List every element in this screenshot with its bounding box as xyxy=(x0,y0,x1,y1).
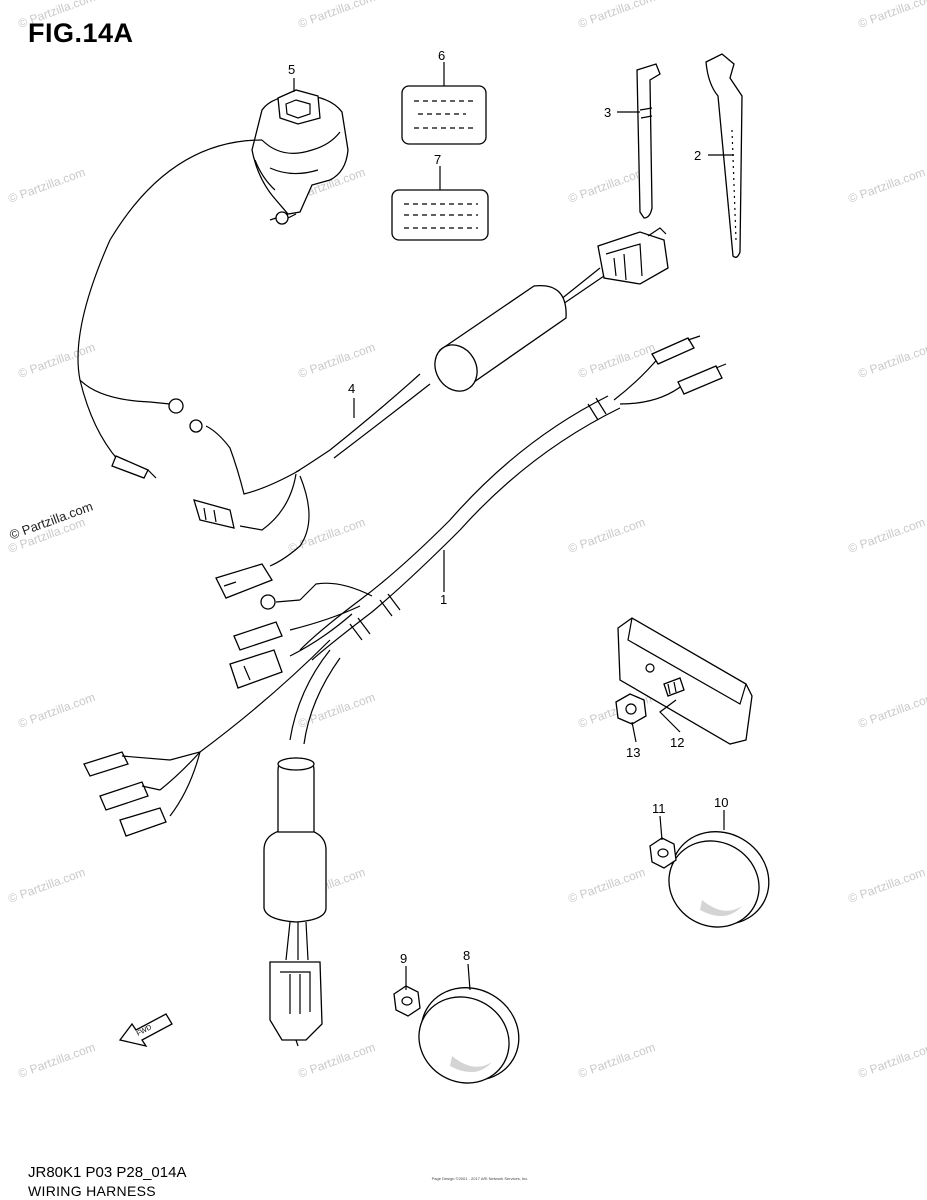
model-code: JR80K1 P03 P28_014A xyxy=(28,1164,187,1181)
part-5-kill-switch[interactable] xyxy=(251,89,349,225)
part-1-main-harness[interactable] xyxy=(83,335,727,1047)
callout-labels: 5 6 7 3 2 4 1 12 13 11 10 8 9 xyxy=(288,48,728,966)
part-9-nut[interactable] xyxy=(393,985,421,1017)
watermark-text: © Partzilla.com xyxy=(846,865,927,906)
watermark-text: © Partzilla.com xyxy=(296,340,377,381)
watermark-text: © Partzilla.com xyxy=(296,1040,377,1081)
part-8-reflector[interactable] xyxy=(403,970,536,1099)
part-12-reflector-plate[interactable] xyxy=(617,617,753,745)
watermark-text: © Partzilla.com xyxy=(16,340,97,381)
figure-name: WIRING HARNESS xyxy=(28,1183,156,1199)
figure-title: FIG.14A xyxy=(28,18,134,48)
fwd-arrow-icon: FWD xyxy=(118,1013,173,1048)
callout-5[interactable]: 5 xyxy=(288,62,295,77)
part-10-reflector[interactable] xyxy=(653,814,786,943)
part-3-cable-tie[interactable] xyxy=(636,63,661,219)
part-6-label[interactable] xyxy=(401,85,487,145)
watermark-text: © Partzilla.com xyxy=(16,1040,97,1081)
callout-12[interactable]: 12 xyxy=(670,735,684,750)
footer-line-1: Page Design ©2001 - 2017 ARI Network Ser… xyxy=(431,1176,529,1181)
callout-1[interactable]: 1 xyxy=(440,592,447,607)
callout-4[interactable]: 4 xyxy=(348,381,355,396)
part-4-sub-harness[interactable] xyxy=(77,139,669,599)
callout-9[interactable]: 9 xyxy=(400,951,407,966)
callout-10[interactable]: 10 xyxy=(714,795,728,810)
watermark-text: © Partzilla.com xyxy=(566,865,647,906)
watermark-text: © Partzilla.com xyxy=(856,340,927,381)
watermark-text: © Partzilla.com xyxy=(566,165,647,206)
watermark-text: © Partzilla.com xyxy=(576,340,657,381)
watermark-text: © Partzilla.com xyxy=(566,515,647,556)
watermark-text: © Partzilla.com xyxy=(846,515,927,556)
watermark-text: © Partzilla.com xyxy=(286,515,367,556)
callout-11[interactable]: 11 xyxy=(652,801,666,816)
watermark-text: © Partzilla.com xyxy=(846,165,927,206)
watermark-text: © Partzilla.com xyxy=(856,1040,927,1081)
watermark-text: © Partzilla.com xyxy=(6,865,87,906)
watermark-text: © Partzilla.com xyxy=(576,1040,657,1081)
callout-7[interactable]: 7 xyxy=(434,152,441,167)
footer-copyright: Page Design ©2001 - 2017 ARI Network Ser… xyxy=(400,1176,560,1181)
watermark-text: © Partzilla.com xyxy=(856,690,927,731)
callout-3[interactable]: 3 xyxy=(604,105,611,120)
watermark-text: © Partzilla.com xyxy=(856,0,927,31)
part-13-nut[interactable] xyxy=(615,693,647,725)
callout-8[interactable]: 8 xyxy=(463,948,470,963)
callout-leaders xyxy=(293,62,734,991)
watermark-text: © Partzilla.com xyxy=(6,165,87,206)
part-7-label[interactable] xyxy=(391,189,489,241)
watermark-layer: © Partzilla.com © Partzilla.com © Partzill… xyxy=(6,0,927,1081)
part-2-cable-tie[interactable] xyxy=(705,53,743,258)
watermark-text: © Partzilla.com xyxy=(16,690,97,731)
callout-2[interactable]: 2 xyxy=(694,148,701,163)
callout-13[interactable]: 13 xyxy=(626,745,640,760)
watermark-text: © Partzilla.com xyxy=(296,0,377,31)
callout-6[interactable]: 6 xyxy=(438,48,445,63)
watermark-text: © Partzilla.com xyxy=(576,0,657,31)
